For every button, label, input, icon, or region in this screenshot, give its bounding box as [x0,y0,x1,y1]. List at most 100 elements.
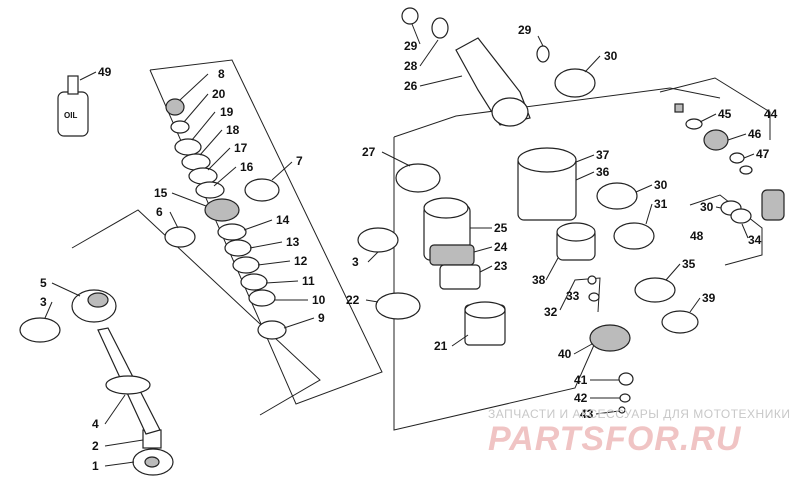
leader-6 [169,211,179,229]
group-outline-piston [149,59,383,405]
part-3-ring-left [19,317,61,343]
leader-34 [741,223,749,239]
callout-3-right: 3 [352,255,359,269]
leader-17 [207,147,231,171]
leader-8 [179,73,209,101]
part-31-ring [613,222,655,250]
leader-37 [575,154,595,163]
callout-40: 40 [558,347,572,361]
leader-35 [665,263,681,281]
callout-16: 16 [240,160,254,174]
callout-8: 8 [218,67,225,81]
callout-43: 43 [580,407,594,421]
leader-24 [473,246,493,253]
part-10-shim [248,289,276,307]
leader-14 [243,219,273,231]
part-45-screw [674,103,684,113]
leader-15 [171,192,207,207]
part-42-part [619,393,631,403]
leader-36 [575,171,595,181]
callout-5: 5 [40,276,47,290]
watermark-subtitle: ЗАПЧАСТИ И АКСЕССУАРЫ ДЛЯ МОТОТЕХНИКИ [488,407,790,421]
part-40-cap [589,324,631,352]
leader-19 [191,111,216,141]
leader-45 [699,113,717,123]
leader-13 [249,241,283,249]
leader-5 [51,282,81,297]
callout-24: 24 [494,240,508,254]
callout-3-left: 3 [40,295,47,309]
callout-35: 35 [682,257,696,271]
part-37-top [517,147,577,173]
leader-27 [381,151,411,167]
callout-48: 48 [690,229,704,243]
callout-26: 26 [404,79,418,93]
part-30-ring-top [554,68,596,98]
callout-36: 36 [596,165,610,179]
callout-49: 49 [98,65,112,79]
part-43-part [618,406,626,414]
part-47-washer [739,165,753,175]
part-16-shim [195,181,225,199]
leader-20 [183,93,209,123]
leader-30b [635,184,653,193]
callout-14: 14 [276,213,290,227]
callout-18: 18 [226,123,240,137]
part-48-valve [761,189,785,221]
part-22-ring [375,292,421,320]
leader-23 [479,265,493,273]
leader-28 [419,39,439,67]
part-11-shim [240,273,268,291]
callout-38: 38 [532,273,546,287]
part-27-cap [395,163,441,193]
callout-4: 4 [92,417,99,431]
part-5-hole [87,292,109,308]
callout-34: 34 [748,233,762,247]
part-4-washer [105,375,151,395]
callout-27: 27 [362,145,376,159]
callout-41: 41 [574,373,588,387]
group-outline-48 [689,194,763,266]
part-20-washer [170,120,190,134]
callout-21: 21 [434,339,448,353]
part-3-ring-right [357,227,399,253]
part-23-seal [439,264,481,290]
callout-2: 2 [92,439,99,453]
group-outline-left [71,209,321,416]
callout-31: 31 [654,197,668,211]
leader-40 [573,343,593,355]
part-8-nut [165,98,185,116]
leader-16 [213,166,237,187]
callout-19: 19 [220,105,234,119]
leader-38 [545,257,559,281]
part-39-ring [661,310,699,334]
callout-32: 32 [544,305,558,319]
part-25-top [423,197,469,219]
part-7-ring [244,178,280,202]
leader-4 [104,394,126,425]
callout-23: 23 [494,259,508,273]
callout-30-top: 30 [604,49,618,63]
callout-30-mid: 30 [654,178,668,192]
part-34-ring [730,208,752,224]
callout-6: 6 [156,205,163,219]
part-29-ring-right [536,45,550,63]
callout-44: 44 [764,107,778,121]
leader-49 [79,71,97,81]
callout-29-left: 29 [404,39,418,53]
part-41-part [618,372,634,386]
leader-26 [419,75,463,87]
watermark-brand: PARTSFOR.RU [488,420,742,458]
part-26-eye [491,97,529,127]
callout-25: 25 [494,221,508,235]
callout-22: 22 [346,293,360,307]
oil-bottle-neck [67,75,79,95]
part-29-ring-left [401,7,419,25]
part-33-valve [588,292,600,302]
callout-30-small: 30 [700,200,714,214]
callout-17: 17 [234,141,248,155]
callout-37: 37 [596,148,610,162]
part-47-oring [729,152,745,164]
group-outline-44 [659,77,771,140]
